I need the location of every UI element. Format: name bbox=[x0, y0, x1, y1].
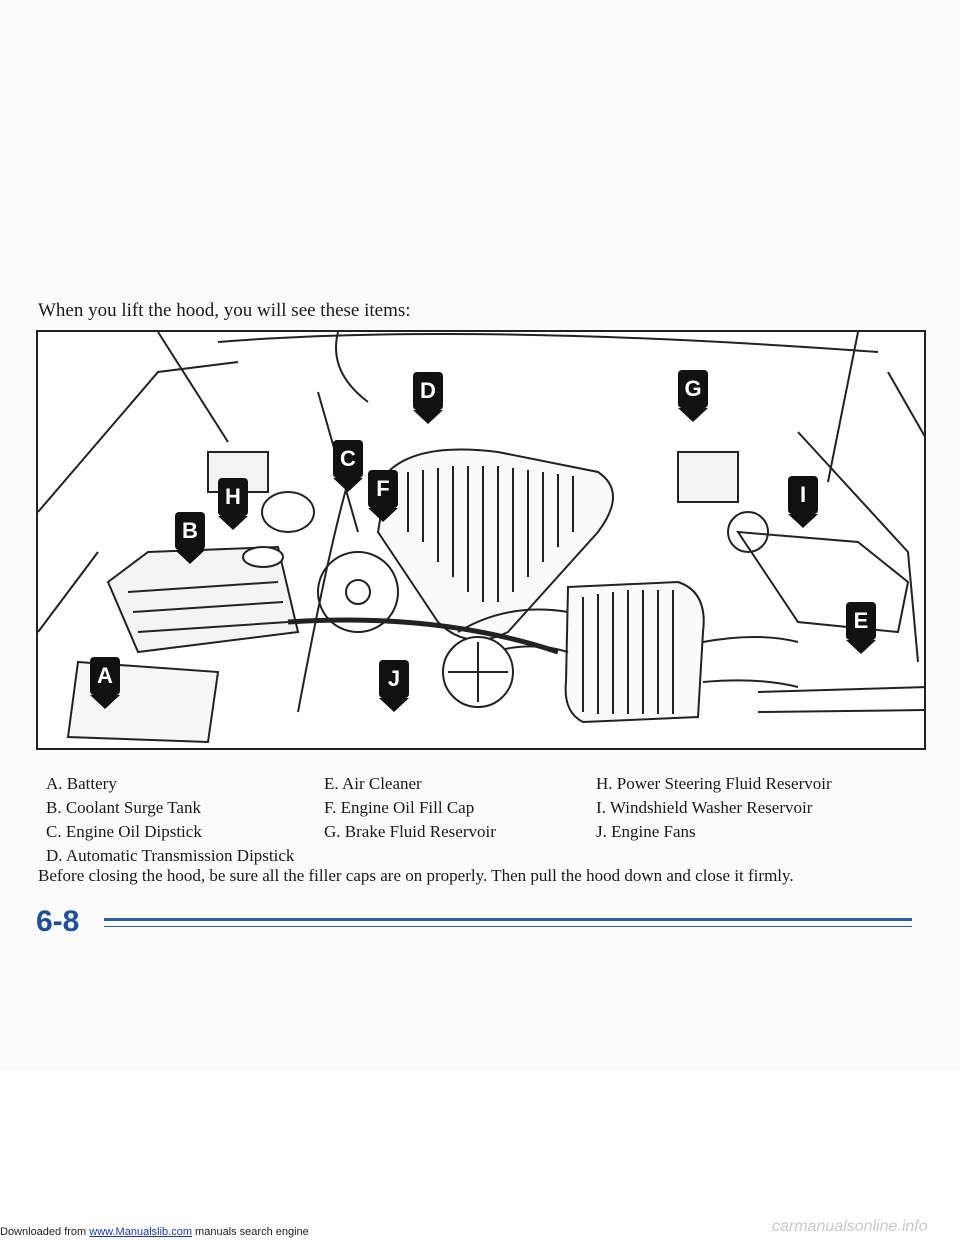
callout-d-label: D bbox=[413, 372, 443, 410]
legend-column-2: E. Air Cleaner F. Engine Oil Fill Cap G.… bbox=[324, 772, 496, 844]
callout-e-label: E bbox=[846, 602, 876, 640]
engine-illustration bbox=[38, 332, 924, 744]
legend-item: H. Power Steering Fluid Reservoir bbox=[596, 774, 832, 793]
legend-item: I. Windshield Washer Reservoir bbox=[596, 798, 813, 817]
callout-c-label: C bbox=[333, 440, 363, 478]
callout-b-arrow-icon bbox=[175, 550, 205, 564]
callout-b-label: B bbox=[175, 512, 205, 550]
closing-instruction: Before closing the hood, be sure all the… bbox=[38, 866, 794, 885]
callout-h-label: H bbox=[218, 478, 248, 516]
page-rule-thick bbox=[104, 918, 912, 921]
legend-item: J. Engine Fans bbox=[596, 822, 696, 841]
footer-suffix: manuals search engine bbox=[195, 1226, 309, 1238]
intro-text: When you lift the hood, you will see the… bbox=[38, 300, 411, 321]
callout-h: H bbox=[218, 478, 248, 530]
legend-column-1: A. Battery B. Coolant Surge Tank C. Engi… bbox=[46, 772, 294, 868]
callout-c: C bbox=[333, 440, 363, 492]
callout-a-label: A bbox=[90, 657, 120, 695]
callout-f: F bbox=[368, 470, 398, 522]
callout-g-label: G bbox=[678, 370, 708, 408]
callout-a: A bbox=[90, 657, 120, 709]
legend-item: C. Engine Oil Dipstick bbox=[46, 822, 202, 841]
callout-i: I bbox=[788, 476, 818, 528]
legend-item: E. Air Cleaner bbox=[324, 774, 422, 793]
callout-b: B bbox=[175, 512, 205, 564]
watermark-text: carmanualsonline.info bbox=[772, 1218, 928, 1235]
callout-d-arrow-icon bbox=[413, 410, 443, 424]
callout-e-arrow-icon bbox=[846, 640, 876, 654]
callout-e: E bbox=[846, 602, 876, 654]
callout-d: D bbox=[413, 372, 443, 424]
legend-item: B. Coolant Surge Tank bbox=[46, 798, 201, 817]
footer-prefix: Downloaded from bbox=[0, 1226, 87, 1238]
callout-g: G bbox=[678, 370, 708, 422]
page-number: 6-8 bbox=[36, 905, 80, 938]
callout-j: J bbox=[379, 660, 409, 712]
legend-item: G. Brake Fluid Reservoir bbox=[324, 822, 496, 841]
callout-f-arrow-icon bbox=[368, 508, 398, 522]
callout-i-arrow-icon bbox=[788, 514, 818, 528]
callout-g-arrow-icon bbox=[678, 408, 708, 422]
callout-h-arrow-icon bbox=[218, 516, 248, 530]
legend-column-3: H. Power Steering Fluid Reservoir I. Win… bbox=[596, 772, 832, 844]
callout-i-label: I bbox=[788, 476, 818, 514]
download-footer: Downloaded from www.Manualslib.com manua… bbox=[0, 1226, 309, 1238]
legend-item: D. Automatic Transmission Dipstick bbox=[46, 846, 295, 865]
page-rule-thin bbox=[104, 926, 912, 927]
legend-item: A. Battery bbox=[46, 774, 117, 793]
callout-j-label: J bbox=[379, 660, 409, 698]
manualslib-link[interactable]: www.Manualslib.com bbox=[89, 1226, 192, 1238]
callout-f-label: F bbox=[368, 470, 398, 508]
callout-j-arrow-icon bbox=[379, 698, 409, 712]
callout-c-arrow-icon bbox=[333, 478, 363, 492]
legend-item: F. Engine Oil Fill Cap bbox=[324, 798, 475, 817]
engine-compartment-diagram: D G C F H I B E A J bbox=[36, 330, 926, 750]
callout-a-arrow-icon bbox=[90, 695, 120, 709]
